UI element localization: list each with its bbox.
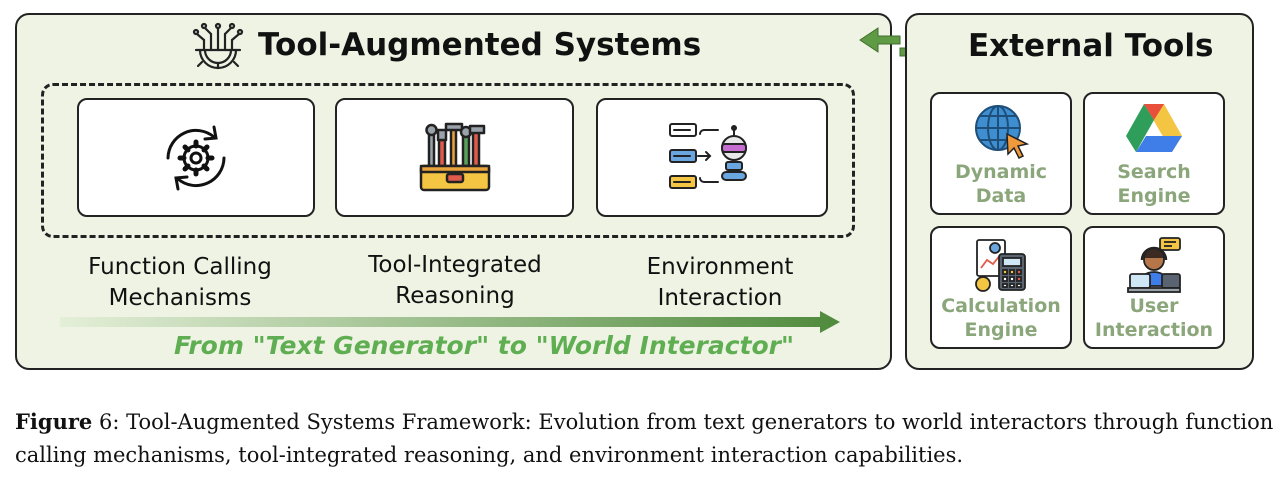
tool-label-line: User	[1129, 295, 1179, 317]
globe-cursor-icon	[975, 105, 1030, 160]
circuit-gear-icon	[192, 22, 244, 70]
calculation-engine-card: Calculation Engine	[930, 226, 1072, 349]
figure-label: Figure	[15, 409, 93, 434]
tool-label-line: Interaction	[1094, 319, 1214, 341]
evolution-arrow	[60, 311, 840, 333]
tool-label: Dynamic Data	[932, 160, 1070, 208]
environment-interaction-caption: Environment Interaction	[600, 252, 840, 314]
figure-caption: Figure 6: Tool-Augmented Systems Framewo…	[15, 405, 1275, 472]
function-calling-caption: Function Calling Mechanisms	[60, 252, 300, 314]
caption-line: Tool-Integrated	[368, 252, 542, 278]
tool-label-line: Calculation	[941, 295, 1061, 317]
robot-messages-icon	[669, 122, 747, 189]
tool-integrated-caption: Tool-Integrated Reasoning	[335, 250, 575, 312]
caption-line: Interaction	[657, 285, 783, 311]
figure-caption-text: : Tool-Augmented Systems Framework: Evol…	[15, 410, 1274, 467]
tool-label-line: Data	[975, 185, 1027, 207]
tool-label-line: Dynamic	[954, 161, 1048, 183]
tool-integrated-card	[335, 98, 574, 217]
evolution-slogan: From "Text Generator" to "World Interact…	[174, 331, 795, 360]
tool-label-line: Search	[1117, 161, 1191, 183]
panel-title: Tool-Augmented Systems	[258, 27, 702, 63]
tool-label: User Interaction	[1085, 294, 1223, 342]
capabilities-group	[41, 83, 855, 238]
user-interaction-card: User Interaction	[1083, 226, 1225, 349]
calculator-documents-icon	[975, 239, 1026, 292]
search-engine-card: Search Engine	[1083, 92, 1225, 215]
caption-line: Reasoning	[395, 283, 515, 309]
function-calling-card	[77, 98, 315, 217]
tool-label: Search Engine	[1085, 160, 1223, 208]
user-at-computer-icon	[1127, 237, 1181, 293]
tool-label-line: Engine	[964, 319, 1038, 341]
gear-cycle-icon	[166, 125, 226, 190]
caption-line: Environment	[646, 254, 794, 280]
tool-label: Calculation Engine	[932, 294, 1070, 342]
caption-line: Function Calling	[88, 254, 272, 280]
tool-label-line: Engine	[1117, 185, 1191, 207]
toolbox-icon	[419, 122, 490, 191]
environment-interaction-card	[596, 98, 828, 217]
panel-title: External Tools	[968, 28, 1214, 64]
caption-line: Mechanisms	[108, 285, 252, 311]
figure-number: 6	[98, 410, 113, 434]
drive-triangle-icon	[1126, 104, 1182, 152]
dynamic-data-card: Dynamic Data	[930, 92, 1072, 215]
